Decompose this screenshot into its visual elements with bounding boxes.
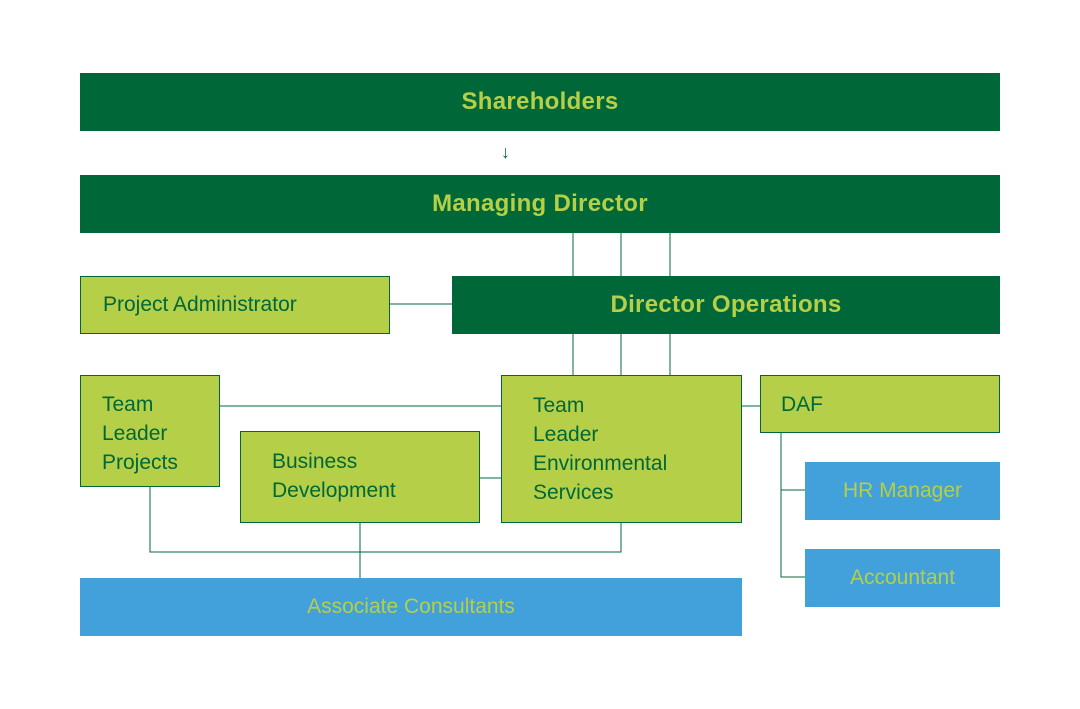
project-administrator-box: Project Administrator [80, 276, 390, 334]
team-leader-environmental-label: Team Leader Environmental Services [533, 394, 668, 504]
hr-manager-box: HR Manager [805, 462, 1000, 520]
shareholders-label: Shareholders [461, 88, 619, 115]
associate-consultants-box: Associate Consultants [80, 578, 742, 636]
director-operations-box: Director Operations [452, 276, 1000, 334]
associate-consultants-label: Associate Consultants [307, 595, 515, 618]
arrow-down-icon: ↓ [501, 142, 510, 162]
business-development-label: Business Development [272, 450, 396, 502]
hr-manager-label: HR Manager [842, 479, 963, 502]
business-development-box: Business Development [240, 431, 480, 523]
team-leader-projects-label: Team Leader Projects [102, 393, 178, 474]
daf-box: DAF [760, 375, 1000, 433]
project-administrator-label: Project Administrator [103, 293, 297, 316]
daf-label: DAF [781, 393, 823, 416]
director-operations-label: Director Operations [610, 291, 842, 318]
team-leader-projects-box: Team Leader Projects [80, 375, 220, 487]
connector-bottom-bus [149, 487, 622, 553]
accountant-label: Accountant [849, 566, 956, 589]
managing-director-box: Managing Director [80, 175, 1000, 233]
accountant-box: Accountant [805, 549, 1000, 607]
shareholders-box: Shareholders [80, 73, 1000, 131]
team-leader-environmental-box: Team Leader Environmental Services [501, 375, 742, 523]
managing-director-label: Managing Director [432, 190, 648, 217]
connector-daf-accountant [780, 433, 805, 578]
